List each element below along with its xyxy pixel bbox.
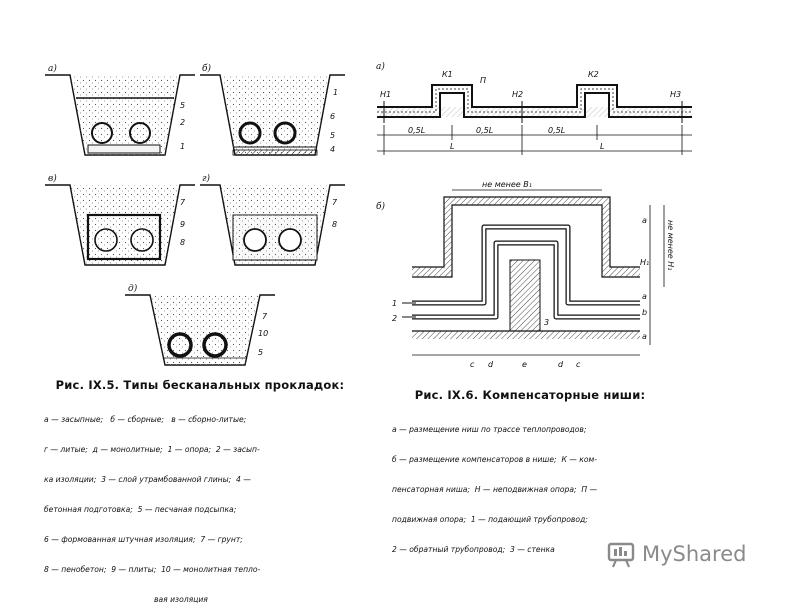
label-k2: К2 <box>588 70 599 79</box>
dim-l-2: L <box>600 142 604 151</box>
dim-b1: не менее В₁ <box>482 180 532 189</box>
panel-d-label: д) <box>128 283 138 294</box>
dim-right-a3: a <box>642 332 647 341</box>
fig5-caption-line: 8 — пенобетон; 9 — плиты; 10 — монолитна… <box>44 565 261 574</box>
dim-05l-1: 0,5L <box>408 126 425 135</box>
label-n2: Н2 <box>512 90 523 99</box>
callout-v-7: 7 <box>180 198 186 207</box>
dim-right-b: b <box>642 308 647 317</box>
fig5-caption-line: бетонная подготовка; 5 — песчаная подсып… <box>44 505 237 514</box>
fig5-caption-title: Рис. IX.5. Типы бесканальных прокладок: <box>55 378 345 392</box>
fig6-caption-line: 2 — обратный трубопровод; 3 — стенка <box>392 545 555 554</box>
callout-b-4: 4 <box>330 145 335 154</box>
fig5-caption-line: а — засыпные; б — сборные; в — сборно-ли… <box>44 415 247 424</box>
dim-bottom-d2: d <box>558 360 564 369</box>
callout-v-9: 9 <box>180 220 185 229</box>
callout-v-8: 8 <box>180 238 185 247</box>
fig6-caption-line: подвижная опора; 1 — подающий трубопрово… <box>392 515 588 524</box>
panel-v-trench <box>45 184 195 266</box>
dim-right-a2: a <box>642 292 647 301</box>
figure-ix5-drawing: а) 5 2 1 б) 1 6 5 4 в) 7 9 8 г) 7 8 <box>45 63 345 366</box>
brand-name: MyShared <box>642 542 747 566</box>
fig5-caption-line: вая изоляция <box>154 595 208 604</box>
dim-right-min-h1: не менее H₁ <box>666 220 675 271</box>
dim-bottom-c2: c <box>576 360 581 369</box>
fig5-caption-body: а — засыпные; б — сборные; в — сборно-ли… <box>44 395 364 615</box>
fig6-caption-title: Рис. IX.6. Компенсаторные ниши: <box>414 388 646 402</box>
panel-g-label: г) <box>202 173 211 184</box>
fig5-caption-line: г — литые; д — монолитные; 1 — опора; 2 … <box>44 445 260 454</box>
dim-bottom-e: e <box>522 360 527 369</box>
trace-plan <box>377 84 692 155</box>
pipe-label-1: 1 <box>392 299 397 308</box>
pipe-label-2: 2 <box>392 314 397 323</box>
dim-05l-3: 0,5L <box>548 126 565 135</box>
panel-b-label-ix6: б) <box>376 201 385 212</box>
label-k1: К1 <box>442 70 453 79</box>
panel-a-label: а) <box>48 63 57 74</box>
dim-bottom-c1: c <box>470 360 475 369</box>
figure-ix6-drawing: а) К1 П К2 Н1 Н2 Н3 0,5L 0,5L 0,5L L L б… <box>376 61 692 369</box>
fig6-caption-line: б — размещение компенсаторов в нише; К —… <box>392 455 597 464</box>
niche-detail <box>402 189 665 356</box>
fig6-caption-line: а — размещение ниш по трассе теплопровод… <box>392 425 587 434</box>
dim-05l-2: 0,5L <box>476 126 493 135</box>
fig5-caption-line: 6 — формованная штучная изоляция; 7 — гр… <box>44 535 243 544</box>
callout-g-7: 7 <box>332 198 338 207</box>
panel-v-label: в) <box>48 173 57 184</box>
callout-a-5: 5 <box>180 101 185 110</box>
panel-b-label: б) <box>202 63 211 74</box>
pipe-label-3: 3 <box>544 318 549 327</box>
callout-d-10: 10 <box>258 329 268 338</box>
panel-b-trench <box>200 74 345 156</box>
callout-a-2: 2 <box>180 118 185 127</box>
panel-a-trench <box>45 74 195 156</box>
presentation-board-icon <box>607 542 635 568</box>
callout-b-1: 1 <box>333 88 338 97</box>
label-n1: Н1 <box>380 90 391 99</box>
label-n3: Н3 <box>670 90 681 99</box>
panel-g-trench <box>200 184 345 266</box>
fig6-caption-body: а — размещение ниш по трассе теплопровод… <box>392 405 712 565</box>
callout-b-5: 5 <box>330 131 335 140</box>
panel-a-label-ix6: а) <box>376 61 385 72</box>
callout-b-6: 6 <box>330 112 335 121</box>
callout-d-7: 7 <box>262 312 268 321</box>
callout-g-8: 8 <box>332 220 337 229</box>
callout-d-5: 5 <box>258 348 263 357</box>
callout-a-1: 1 <box>180 142 185 151</box>
myshared-watermark[interactable]: MyShared <box>606 537 766 571</box>
fig6-caption-line: пенсаторная ниша; Н — неподвижная опора;… <box>392 485 598 494</box>
dim-right-a1: a <box>642 216 647 225</box>
label-p: П <box>480 76 486 85</box>
dim-right-h1: H₁ <box>640 258 649 267</box>
fig5-caption-line: ка изоляции; 3 — слой утрамбованной глин… <box>44 475 251 484</box>
dim-bottom-d1: d <box>488 360 494 369</box>
panel-d-trench <box>125 294 275 366</box>
dim-l-1: L <box>450 142 454 151</box>
